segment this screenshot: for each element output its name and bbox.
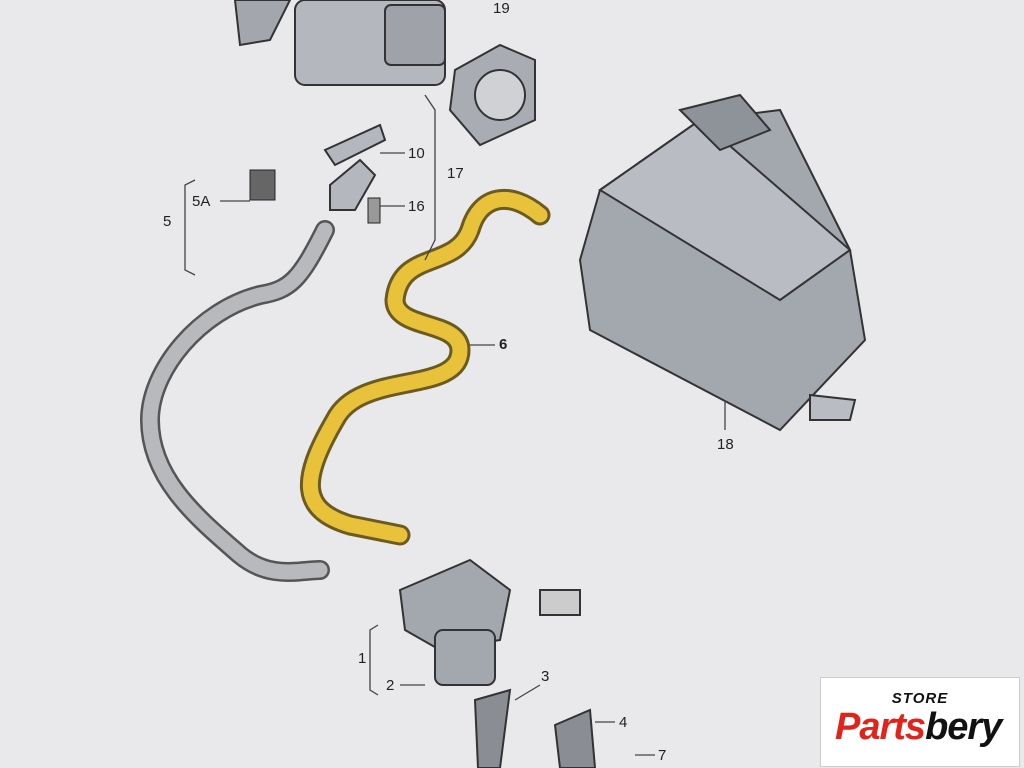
- label-5a: 5A: [192, 193, 211, 210]
- label-3: 3: [541, 668, 550, 685]
- logo-brand: Partsbery: [835, 706, 1002, 749]
- label-17: 17: [447, 165, 464, 182]
- label-2: 2: [386, 677, 395, 694]
- logo-brand-red: Parts: [835, 706, 926, 748]
- pipe-10: [323, 123, 387, 211]
- label-18: 18: [717, 436, 734, 453]
- label-19: 19: [493, 0, 510, 17]
- logo-brand-black: bery: [925, 706, 1002, 748]
- air-filter-box: [578, 93, 867, 432]
- store-logo: STORE Partsbery: [820, 677, 1020, 767]
- sensor-5a: [249, 169, 276, 201]
- secondary-air-pump: [398, 558, 581, 686]
- leader-lines: [184, 94, 726, 756]
- label-10: 10: [408, 145, 425, 162]
- label-1: 1: [358, 650, 367, 667]
- egr-valve: [233, 0, 446, 86]
- label-4: 4: [619, 714, 628, 731]
- label-6: 6: [499, 336, 508, 353]
- hose-6-highlighted: [299, 189, 551, 546]
- bracket-3: [473, 688, 597, 768]
- bolt-16: [367, 197, 381, 224]
- label-16: 16: [408, 198, 425, 215]
- logo-store-text: STORE: [891, 690, 949, 707]
- label-5: 5: [163, 213, 172, 230]
- label-7: 7: [658, 747, 667, 764]
- flange-19: [448, 43, 536, 147]
